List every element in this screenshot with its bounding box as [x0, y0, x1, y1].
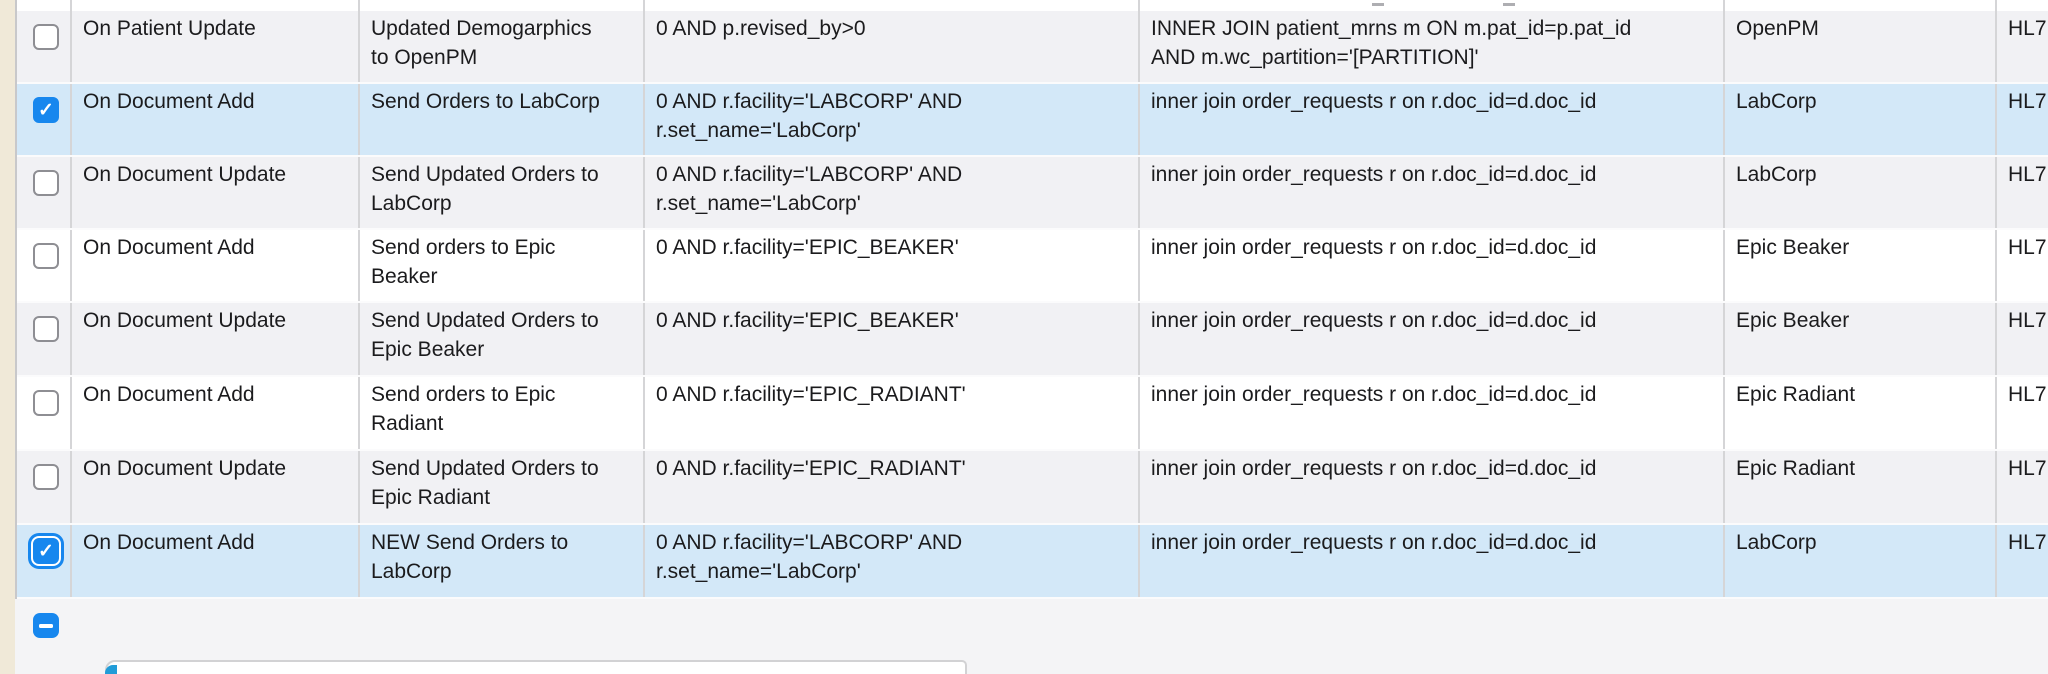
- description-cell: Send orders to Epic Beaker: [360, 230, 645, 301]
- join-cell: inner join order_requests r on r.doc_id=…: [1140, 451, 1725, 523]
- format-cell: HL7: [2008, 236, 2047, 259]
- description-cell: Send Updated Orders to Epic Radiant: [360, 451, 645, 523]
- join-cell: inner join order_requests r on r.doc_id=…: [1140, 230, 1725, 301]
- target-cell: OpenPM: [1725, 11, 1997, 82]
- event-cell: [72, 0, 360, 11]
- event-cell: On Document Add: [72, 377, 360, 449]
- event-cell: On Document Update: [72, 451, 360, 523]
- target-cell: [1725, 0, 1997, 11]
- clipped-row-above: [17, 0, 2048, 13]
- rules-table-rows: On Patient Update Updated Demogarphics t…: [17, 11, 2048, 599]
- select-cell: [17, 303, 72, 375]
- format-cell: [1997, 0, 2048, 11]
- table-row[interactable]: ✓ On Document Add NEW Send Orders to Lab…: [17, 525, 2048, 599]
- select-cell: ✓: [17, 525, 72, 597]
- join-cell: [1140, 0, 1725, 11]
- target-cell: LabCorp: [1725, 157, 1997, 228]
- table-row[interactable]: On Document Update Send Updated Orders t…: [17, 303, 2048, 377]
- checkmark-icon: ✓: [38, 540, 54, 562]
- condition-cell: 0 AND p.revised_by>0: [645, 11, 1140, 82]
- condition-cell: 0 AND r.facility='EPIC_BEAKER': [645, 230, 1140, 301]
- description-cell: Send Orders to LabCorp: [360, 84, 645, 155]
- condition-cell: 0 AND r.facility='LABCORP' AND r.set_nam…: [645, 157, 1140, 228]
- clipped-text-remnant: [1503, 3, 1515, 6]
- select-cell: [17, 11, 72, 82]
- format-cell: HL7: [2008, 17, 2047, 40]
- row-select-checkbox[interactable]: [33, 316, 59, 342]
- description-cell: NEW Send Orders to LabCorp: [360, 525, 645, 597]
- select-cell: [17, 230, 72, 301]
- description-cell: Updated Demogarphics to OpenPM: [360, 11, 645, 82]
- target-cell: Epic Radiant: [1725, 377, 1997, 449]
- select-cell: [17, 157, 72, 228]
- detail-panel: [105, 660, 967, 674]
- checkmark-icon: ✓: [38, 99, 54, 121]
- condition-cell: 0 AND r.facility='LABCORP' AND r.set_nam…: [645, 525, 1140, 597]
- row-select-checkbox[interactable]: [33, 464, 59, 490]
- row-select-checkbox[interactable]: ✓: [33, 538, 59, 564]
- table-row[interactable]: On Document Add Send orders to Epic Beak…: [17, 230, 2048, 303]
- description-cell: Send Updated Orders to LabCorp: [360, 157, 645, 228]
- table-row[interactable]: On Document Update Send Updated Orders t…: [17, 157, 2048, 230]
- select-cell: ✓: [17, 84, 72, 155]
- select-cell: [17, 377, 72, 449]
- target-cell: LabCorp: [1725, 525, 1997, 597]
- join-cell: INNER JOIN patient_mrns m ON m.pat_id=p.…: [1140, 11, 1725, 82]
- event-cell: On Document Add: [72, 230, 360, 301]
- panel-accent-bar: [105, 665, 117, 674]
- row-select-checkbox[interactable]: [33, 24, 59, 50]
- format-cell: HL7: [2008, 383, 2047, 406]
- description-cell: Send orders to Epic Radiant: [360, 377, 645, 449]
- join-cell: inner join order_requests r on r.doc_id=…: [1140, 525, 1725, 597]
- event-cell: On Document Update: [72, 303, 360, 375]
- rules-table: On Patient Update Updated Demogarphics t…: [15, 0, 2048, 599]
- row-select-checkbox[interactable]: [33, 390, 59, 416]
- event-cell: On Document Update: [72, 157, 360, 228]
- table-row[interactable]: ✓ On Document Add Send Orders to LabCorp…: [17, 84, 2048, 157]
- table-row[interactable]: On Document Update Send Updated Orders t…: [17, 451, 2048, 525]
- event-cell: On Patient Update: [72, 11, 360, 82]
- condition-cell: 0 AND r.facility='EPIC_BEAKER': [645, 303, 1140, 375]
- row-select-checkbox[interactable]: [33, 170, 59, 196]
- condition-cell: 0 AND r.facility='EPIC_RADIANT': [645, 451, 1140, 523]
- select-cell: [17, 451, 72, 523]
- format-cell: HL7: [2008, 457, 2047, 480]
- page-left-margin: [0, 0, 15, 674]
- join-cell: inner join order_requests r on r.doc_id=…: [1140, 84, 1725, 155]
- condition-cell: 0 AND r.facility='EPIC_RADIANT': [645, 377, 1140, 449]
- join-cell: inner join order_requests r on r.doc_id=…: [1140, 157, 1725, 228]
- description-cell: [360, 0, 645, 11]
- clipped-text-remnant: [1372, 3, 1384, 6]
- join-cell: inner join order_requests r on r.doc_id=…: [1140, 377, 1725, 449]
- condition-cell: [645, 0, 1140, 11]
- target-cell: Epic Beaker: [1725, 303, 1997, 375]
- format-cell: HL7: [2008, 309, 2047, 332]
- table-row[interactable]: On Patient Update Updated Demogarphics t…: [17, 11, 2048, 84]
- row-select-checkbox[interactable]: ✓: [33, 97, 59, 123]
- target-cell: LabCorp: [1725, 84, 1997, 155]
- select-cell: [17, 0, 72, 13]
- format-cell: HL7: [2008, 90, 2047, 113]
- condition-cell: 0 AND r.facility='LABCORP' AND r.set_nam…: [645, 84, 1140, 155]
- event-cell: On Document Add: [72, 84, 360, 155]
- target-cell: Epic Radiant: [1725, 451, 1997, 523]
- minus-icon: [39, 623, 53, 628]
- event-cell: On Document Add: [72, 525, 360, 597]
- format-cell: HL7: [2008, 531, 2047, 554]
- join-cell: inner join order_requests r on r.doc_id=…: [1140, 303, 1725, 375]
- remove-row-button[interactable]: [33, 613, 59, 638]
- format-cell: HL7: [2008, 163, 2047, 186]
- target-cell: Epic Beaker: [1725, 230, 1997, 301]
- description-cell: Send Updated Orders to Epic Beaker: [360, 303, 645, 375]
- row-select-checkbox[interactable]: [33, 243, 59, 269]
- table-row[interactable]: On Document Add Send orders to Epic Radi…: [17, 377, 2048, 451]
